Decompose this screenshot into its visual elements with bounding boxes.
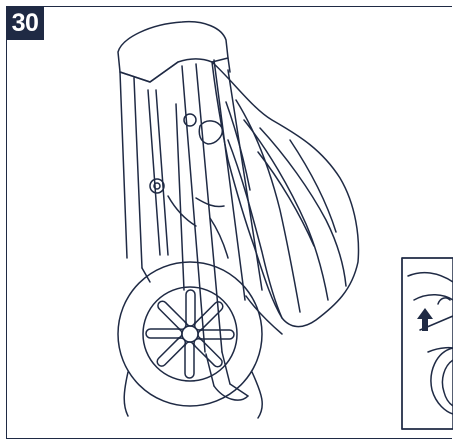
front-wheel	[117, 261, 264, 419]
handlebar-and-legs	[117, 20, 263, 401]
step-number-badge: 30	[6, 6, 44, 40]
fold-latch-detail-inset	[401, 257, 453, 430]
frame-hinges	[147, 89, 229, 291]
wheel-spokes	[145, 289, 235, 379]
folded-canopy	[211, 61, 360, 335]
instruction-panel-frame	[6, 6, 452, 439]
up-arrow-icon	[417, 308, 433, 331]
